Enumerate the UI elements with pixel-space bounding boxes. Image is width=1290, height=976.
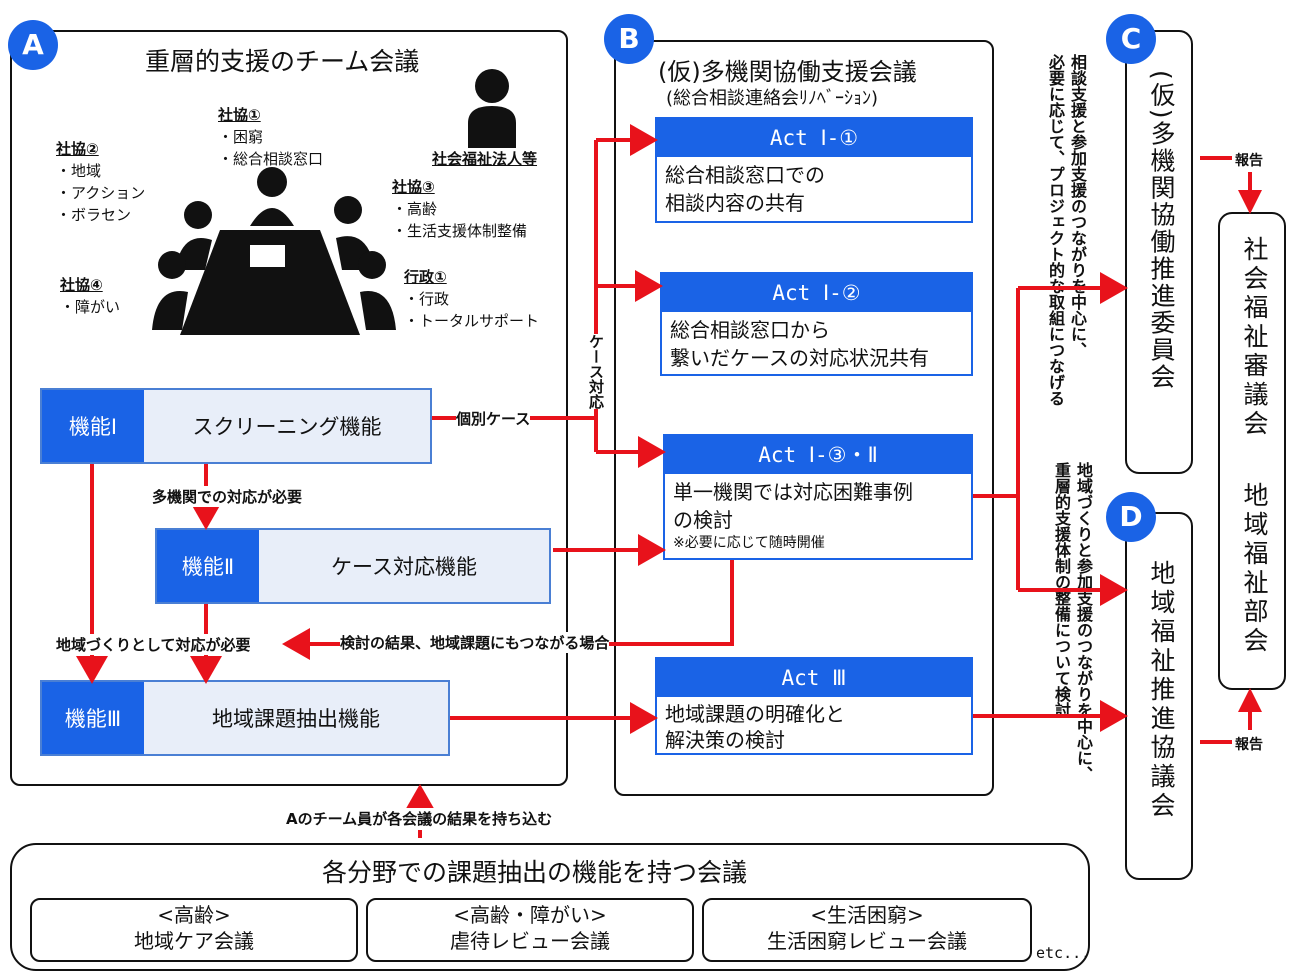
org4-head: 社協④ <box>60 276 103 294</box>
kento-result-label: 検討の結果、地域課題にもつながる場合 <box>340 632 610 653</box>
act-1-3-2-note: ※必要に応じて随時開催 <box>673 535 825 551</box>
meeting-2: <高齢・障がい> 虐待レビュー会議 <box>366 898 694 962</box>
act-1-1-line: 相談内容の共有 <box>665 191 805 215</box>
vertical-text-c: 相談支援と参加支援のつながりを中心に、 必要に応じて、プロジェクト的な取組につな… <box>1044 54 1088 406</box>
panel-b-title: (仮)多機関協働支援会議 <box>658 58 917 86</box>
function-3-box: 機能Ⅲ 地域課題抽出機能 <box>40 680 450 756</box>
panel-a-title: 重層的支援のチーム会議 <box>145 47 420 76</box>
meeting-table-icon <box>152 167 396 335</box>
function-1-name: スクリーニング機能 <box>144 390 430 462</box>
org1-head: 社協① <box>218 106 261 124</box>
org1-item: ・総合相談窓口 <box>218 150 324 168</box>
function-1-box: 機能Ⅰ スクリーニング機能 <box>40 388 432 464</box>
org2-head: 社協② <box>56 140 99 158</box>
act-1-2-line: 総合相談窓口から <box>670 318 830 342</box>
meeting-2-cat: <高齢・障がい> <box>453 903 607 927</box>
badge-c: C <box>1106 14 1156 64</box>
badge-b: B <box>604 14 654 64</box>
person-icon <box>468 69 516 148</box>
org2-item: ・地域 <box>56 162 102 180</box>
vertical-text-c-line: 必要に応じて、プロジェクト的な取組につなげる <box>1046 54 1065 406</box>
panel-c-title: (仮)多機関協働推進委員会 <box>1147 70 1176 391</box>
org3-item: ・生活支援体制整備 <box>392 222 528 240</box>
act-1-2-head: Act Ⅰ-② <box>662 274 971 312</box>
org1-item: ・困窮 <box>218 128 264 146</box>
act-3-line: 解決策の検討 <box>665 728 785 752</box>
org3-item: ・高齢 <box>392 200 438 218</box>
act-1-1-head: Act Ⅰ-① <box>657 119 971 157</box>
org2-label: 社協② ・地域 ・アクション ・ボラセン <box>56 138 145 226</box>
kobetsu-case-label: 個別ケース <box>456 408 531 429</box>
meeting-2-name: 虐待レビュー会議 <box>450 929 610 953</box>
vertical-text-d-line: 地域づくりと参加支援のつながりを中心に、 <box>1074 462 1093 782</box>
council-line-2: 地域福祉部会 <box>1240 482 1269 656</box>
org3-head: 社協③ <box>392 178 435 196</box>
act-1-3-2: Act Ⅰ-③・Ⅱ 単一機関では対応困難事例 の検討 ※必要に応じて随時開催 <box>663 434 973 560</box>
act-1-3-2-line: の検討 <box>673 508 733 532</box>
org2-item: ・アクション <box>56 184 146 202</box>
need-multi-label: 多機関での対応が必要 <box>152 486 303 507</box>
act-1-2: Act Ⅰ-② 総合相談窓口から 繋いだケースの対応状況共有 <box>660 272 973 376</box>
org1-label: 社協① ・困窮 ・総合相談窓口 <box>218 104 323 170</box>
function-3-name: 地域課題抽出機能 <box>144 682 448 754</box>
need-community-label: 地域づくりとして対応が必要 <box>56 634 251 655</box>
team-bring-label: Aのチーム員が各会議の結果を持ち込む <box>286 808 553 829</box>
org4-label: 社協④ ・障がい <box>60 274 120 318</box>
meeting-1: <高齢> 地域ケア会議 <box>30 898 358 962</box>
gov1-label: 行政① ・行政 ・トータルサポート <box>404 266 539 332</box>
act-1-3-2-line: 単一機関では対応困難事例 <box>673 480 913 504</box>
function-1-label: 機能Ⅰ <box>42 390 144 462</box>
bottom-title: 各分野での課題抽出の機能を持つ会議 <box>322 858 748 887</box>
meeting-3-cat: <生活困窮> <box>810 903 924 927</box>
act-3-line: 地域課題の明確化と <box>665 702 845 726</box>
function-2-name: ケース対応機能 <box>259 530 549 602</box>
vertical-text-c-line: 相談支援と参加支援のつながりを中心に、 <box>1068 54 1087 358</box>
panel-d <box>1125 512 1193 880</box>
act-1-2-line: 繋いだケースの対応状況共有 <box>670 346 929 370</box>
badge-d: D <box>1106 492 1156 542</box>
panel-d-title: 地域福祉推進協議会 <box>1147 560 1176 821</box>
council-box <box>1218 212 1286 690</box>
gov1-item: ・トータルサポート <box>404 312 540 330</box>
panel-b-subtitle: (総合相談連絡会ﾘﾉﾍﾞｰｼｮﾝ) <box>666 88 879 109</box>
gov1-head: 行政① <box>404 268 447 286</box>
act-3: Act Ⅲ 地域課題の明確化と 解決策の検討 <box>655 657 973 755</box>
meeting-3: <生活困窮> 生活困窮レビュー会議 <box>702 898 1032 962</box>
function-2-label: 機能Ⅱ <box>157 530 259 602</box>
welfare-corp-label: 社会福祉法人等 <box>432 150 538 168</box>
badge-a: A <box>8 20 58 70</box>
org3-label: 社協③ ・高齢 ・生活支援体制整備 <box>392 176 527 242</box>
function-3-label: 機能Ⅲ <box>42 682 144 754</box>
panel-c <box>1125 30 1193 474</box>
act-3-head: Act Ⅲ <box>657 659 971 697</box>
meeting-1-cat: <高齢> <box>157 903 231 927</box>
act-1-1: Act Ⅰ-① 総合相談窓口での 相談内容の共有 <box>655 117 973 223</box>
council-line-1: 社会福祉審議会 <box>1240 236 1269 439</box>
act-1-1-line: 総合相談窓口での <box>665 163 825 187</box>
org2-item: ・ボラセン <box>56 206 132 224</box>
meeting-1-name: 地域ケア会議 <box>134 929 254 953</box>
meeting-3-name: 生活困窮レビュー会議 <box>767 929 967 953</box>
function-2-box: 機能Ⅱ ケース対応機能 <box>155 528 551 604</box>
report-top-label: 報告 <box>1235 150 1263 170</box>
bottom-panel <box>10 843 1090 971</box>
org4-item: ・障がい <box>60 298 121 316</box>
gov1-item: ・行政 <box>404 290 450 308</box>
case-taio-label: ケース対応 <box>586 334 607 409</box>
act-1-3-2-head: Act Ⅰ-③・Ⅱ <box>665 436 971 474</box>
etc-label: etc... <box>1036 944 1091 962</box>
report-bottom-label: 報告 <box>1235 734 1263 754</box>
